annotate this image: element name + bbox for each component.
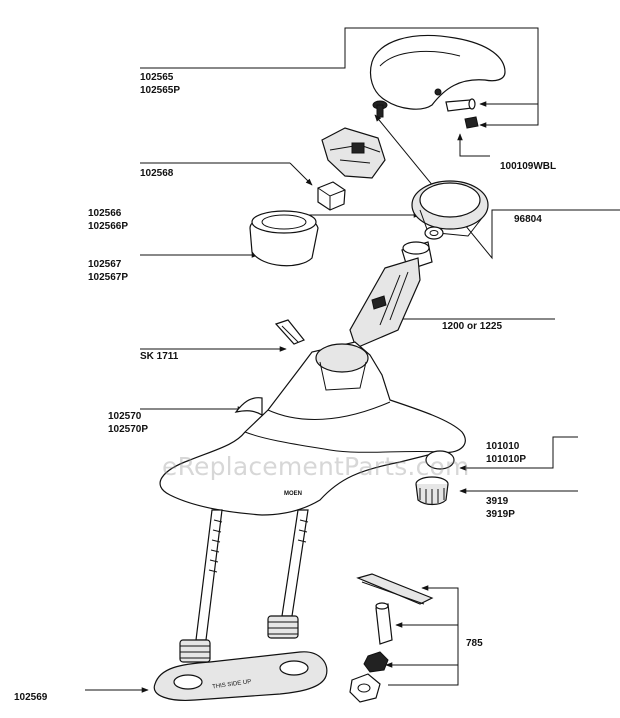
faucet-body-part: MOEN: [159, 341, 466, 516]
cartridge-part: [349, 241, 433, 349]
label-102570: 102570: [108, 411, 142, 422]
label-101010P: 101010P: [486, 454, 527, 465]
mounting-rods-part: [179, 509, 309, 663]
label-785: 785: [466, 638, 483, 649]
label-102569: 102569: [14, 692, 48, 703]
adapter-part: [321, 127, 386, 179]
handle-screw-part: [372, 98, 479, 129]
label-3919: 3919: [486, 496, 509, 507]
label-96804: 96804: [514, 214, 542, 225]
aerator-part: [415, 476, 449, 506]
label-102566P: 102566P: [88, 221, 129, 232]
brand-mark: MOEN: [284, 491, 302, 497]
watermark: eReplacementParts.com: [162, 452, 470, 481]
handle-part: [369, 34, 506, 110]
clip-part: [274, 319, 305, 345]
mounting-kit-part: [349, 573, 434, 703]
label-102570P: 102570P: [108, 424, 149, 435]
label-1200-or-1225: 1200 or 1225: [442, 321, 503, 332]
leader-101010: [459, 436, 578, 471]
plate-side-text: THIS SIDE UP: [212, 679, 252, 690]
leader-lines: [85, 27, 620, 693]
label-101010: 101010: [486, 441, 520, 452]
label-SK1711: SK 1711: [140, 351, 179, 362]
leader-102565: [140, 27, 539, 128]
label-102567: 102567: [88, 259, 122, 270]
leader-96804-a: [374, 114, 620, 260]
label-102565P: 102565P: [140, 85, 181, 96]
label-3919P: 3919P: [486, 509, 515, 520]
label-102566: 102566: [88, 208, 122, 219]
label-102565: 102565: [140, 72, 174, 83]
retainer-ring-part: [249, 210, 319, 267]
adapter-nut-part: [317, 181, 346, 211]
escutcheon-ring-part: [411, 180, 489, 240]
leader-100109WBL: [457, 133, 490, 157]
label-100109WBL: 100109WBL: [500, 161, 557, 172]
label-102567P: 102567P: [88, 272, 129, 283]
label-102568: 102568: [140, 168, 174, 179]
gasket-plate-part: THIS SIDE UP: [153, 651, 328, 701]
leader-102568-b: [289, 162, 313, 186]
